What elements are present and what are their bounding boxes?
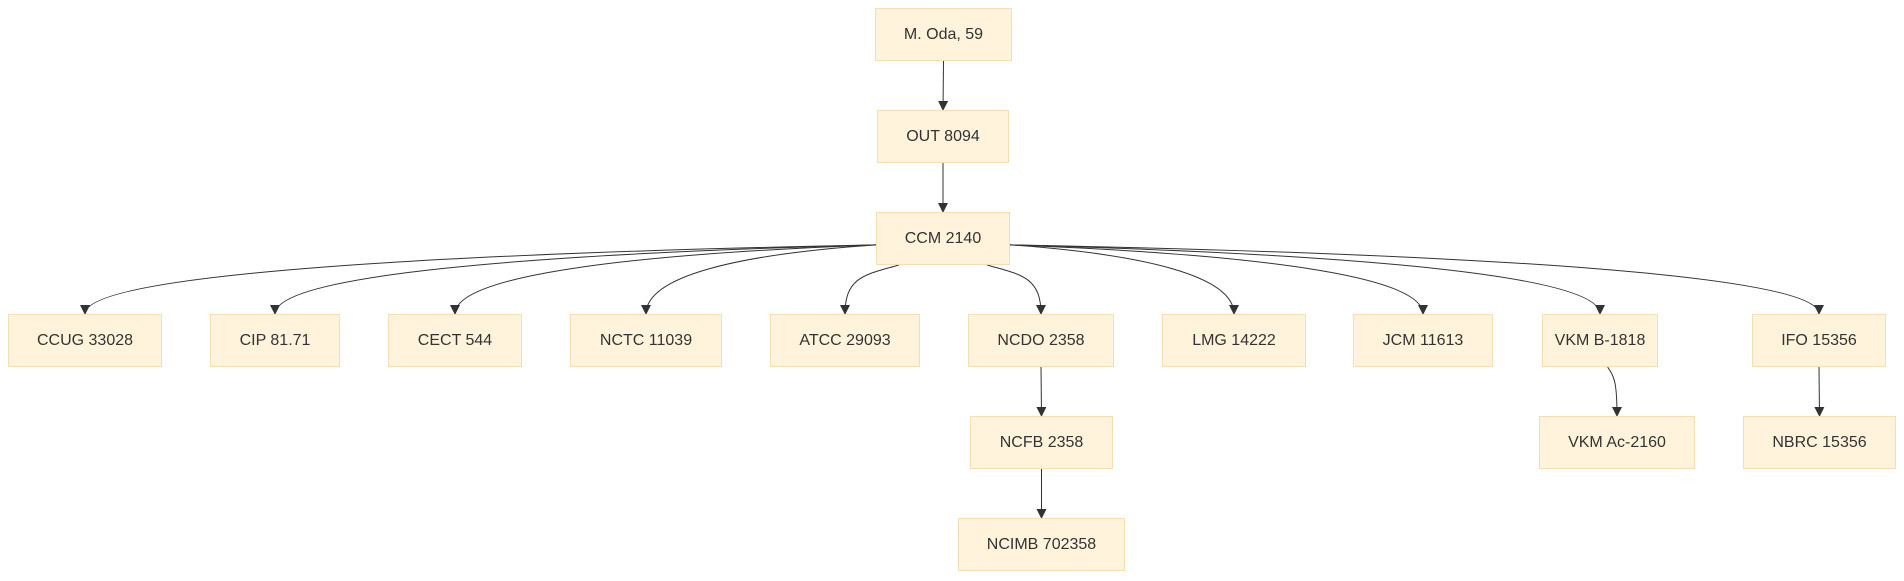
node-m-oda-59: M. Oda, 59 [875, 8, 1012, 61]
node-jcm-11613: JCM 11613 [1353, 314, 1493, 367]
node-cect-544: CECT 544 [388, 314, 522, 367]
node-cip-81-71: CIP 81.71 [210, 314, 340, 367]
edge-n2-n4 [270, 244, 877, 315]
edge-n2-n8 [986, 264, 1046, 315]
node-out-8094: OUT 8094 [877, 110, 1009, 163]
node-ncdo-2358: NCDO 2358 [968, 314, 1114, 367]
node-lmg-14222: LMG 14222 [1162, 314, 1306, 367]
node-ccm-2140: CCM 2140 [876, 212, 1010, 265]
node-nbrc-15356: NBRC 15356 [1743, 416, 1896, 469]
edge-n2-n3 [80, 244, 877, 315]
node-ifo-15356: IFO 15356 [1752, 314, 1886, 367]
node-vkm-ac-2160: VKM Ac-2160 [1539, 416, 1695, 469]
edge-n8-n13 [1036, 366, 1047, 417]
node-ncfb-2358: NCFB 2358 [970, 416, 1113, 469]
edge-n2-n11 [1009, 244, 1605, 315]
edge-n2-n7 [840, 264, 900, 315]
node-ccug-33028: CCUG 33028 [8, 314, 162, 367]
node-nctc-11039: NCTC 11039 [570, 314, 722, 367]
edge-n0-n1 [938, 60, 949, 111]
node-ncimb-702358: NCIMB 702358 [958, 518, 1125, 571]
node-atcc-29093: ATCC 29093 [770, 314, 920, 367]
edge-n2-n9 [1009, 244, 1239, 315]
node-vkm-b-1818: VKM B-1818 [1542, 314, 1658, 367]
edge-n2-n10 [1009, 244, 1428, 315]
edge-n2-n6 [641, 244, 877, 315]
edge-n2-n5 [450, 244, 877, 315]
edge-n12-n15 [1814, 366, 1825, 417]
edge-n2-n12 [1009, 244, 1824, 315]
edge-n11-n14 [1607, 366, 1622, 417]
